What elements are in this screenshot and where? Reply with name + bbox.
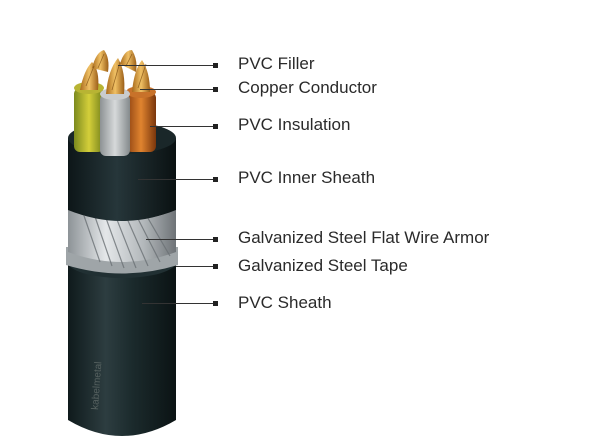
leader-pvc-sheath (142, 303, 214, 304)
label-copper-conductor: Copper Conductor (238, 78, 377, 97)
marker-pvc-sheath (213, 301, 218, 306)
marker-pvc-filler (213, 63, 218, 68)
label-pvc-filler: PVC Filler (238, 54, 315, 73)
label-pvc-inner-sheath: PVC Inner Sheath (238, 168, 376, 187)
marker-pvc-inner-sheath (213, 177, 218, 182)
copper-conductors (80, 50, 150, 94)
label-steel-flat-wire-armor: Galvanized Steel Flat Wire Armor (238, 228, 490, 247)
leader-pvc-filler (118, 65, 214, 66)
svg-text:kabelmetal: kabelmetal (90, 361, 104, 410)
leader-copper-conductor (140, 89, 214, 90)
marker-pvc-insulation (213, 124, 218, 129)
marker-copper-conductor (213, 87, 218, 92)
leader-steel-tape (176, 266, 214, 267)
marker-steel-flat-wire-armor (213, 237, 218, 242)
marker-steel-tape (213, 264, 218, 269)
label-steel-tape: Galvanized Steel Tape (238, 256, 408, 275)
leader-pvc-insulation (150, 126, 214, 127)
leader-steel-flat-wire-armor (146, 239, 214, 240)
label-pvc-sheath: PVC Sheath (238, 293, 332, 312)
leader-pvc-inner-sheath (138, 179, 214, 180)
outer-sheath: kabelmetal (68, 246, 176, 436)
label-pvc-insulation: PVC Insulation (238, 115, 351, 134)
